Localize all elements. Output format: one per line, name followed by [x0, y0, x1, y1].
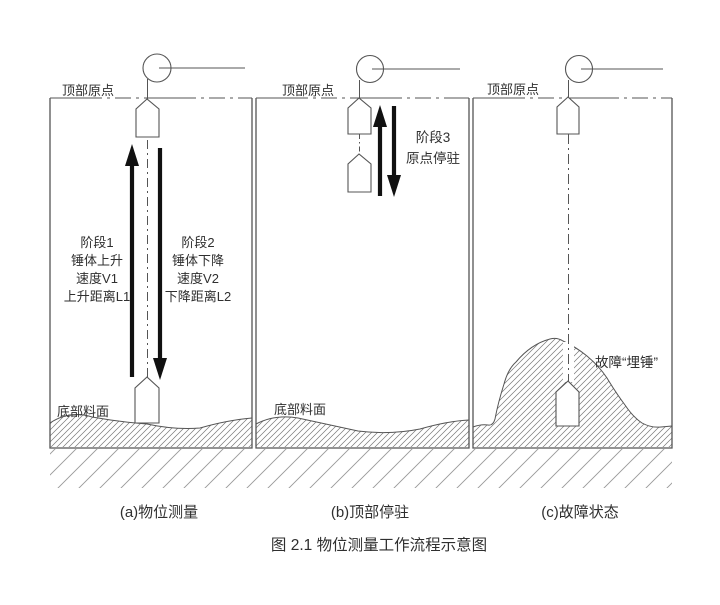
hammer-icon-top-c	[556, 96, 580, 135]
material-mound-surface-c	[472, 337, 673, 428]
panel-c: 顶部原点 故障“埋锤”	[472, 54, 673, 449]
top-origin-label-a: 顶部原点	[62, 83, 114, 98]
vessel-outline-b	[255, 98, 470, 449]
figure-title: 图 2.1 物位测量工作流程示意图	[271, 535, 487, 554]
stage2-line: 阶段2	[181, 235, 214, 250]
stage1-line: 锤体上升	[71, 253, 123, 268]
bottom-surface-label-a: 底部料面	[57, 404, 109, 419]
caption-panel-b: (b)顶部停驻	[331, 504, 409, 521]
panel-b: 顶部原点 底部料面 阶段3 原点停驻	[255, 54, 470, 449]
vessel-outline-c	[472, 98, 673, 449]
stage1-line: 上升距离L1	[64, 289, 130, 304]
bottom-surface-label-b: 底部料面	[274, 402, 326, 417]
material-fill-a	[50, 414, 252, 447]
hammer-icon-top-a	[135, 98, 160, 138]
stage2-line: 速度V2	[177, 271, 219, 286]
stage2-line: 锤体下降	[172, 253, 224, 268]
top-origin-label-b: 顶部原点	[282, 83, 334, 98]
hammer-icon-lower-b	[347, 153, 372, 193]
ground-fill	[50, 449, 672, 488]
stage3-line: 原点停驻	[406, 150, 460, 166]
down-arrow-icon	[387, 175, 401, 197]
caption-panel-a: (a)物位测量	[120, 504, 198, 521]
panel-a: 顶部原点 底部料面 阶段1 锤体上升 速度V1 上升距离L1 阶段2 锤体下降 …	[49, 53, 253, 449]
up-arrow-icon	[125, 144, 139, 166]
ground-hatch-band	[50, 449, 672, 488]
caption-panel-c: (c)故障状态	[541, 503, 619, 521]
stage3-line: 阶段3	[416, 130, 451, 145]
stage2-text-block: 阶段2 锤体下降 速度V2 下降距离L2	[165, 235, 231, 304]
stage1-line: 速度V1	[76, 271, 118, 286]
stage2-line: 下降距离L2	[165, 289, 231, 304]
hammer-icon-upper-b	[347, 97, 372, 135]
stage3-text-block: 阶段3 原点停驻	[406, 130, 460, 166]
stage1-text-block: 阶段1 锤体上升 速度V1 上升距离L1	[64, 235, 130, 304]
fault-label-c: 故障“埋锤”	[595, 355, 658, 370]
buried-hammer-icon-c	[555, 380, 580, 427]
down-arrow-icon	[153, 358, 167, 380]
material-surface-b	[255, 416, 470, 434]
material-surface-a	[49, 414, 253, 429]
vessel-outline-a	[49, 98, 253, 449]
top-origin-label-c: 顶部原点	[487, 82, 539, 97]
up-arrow-icon	[373, 105, 387, 127]
hammer-icon-bottom-a	[134, 376, 160, 424]
stage1-line: 阶段1	[80, 235, 113, 250]
